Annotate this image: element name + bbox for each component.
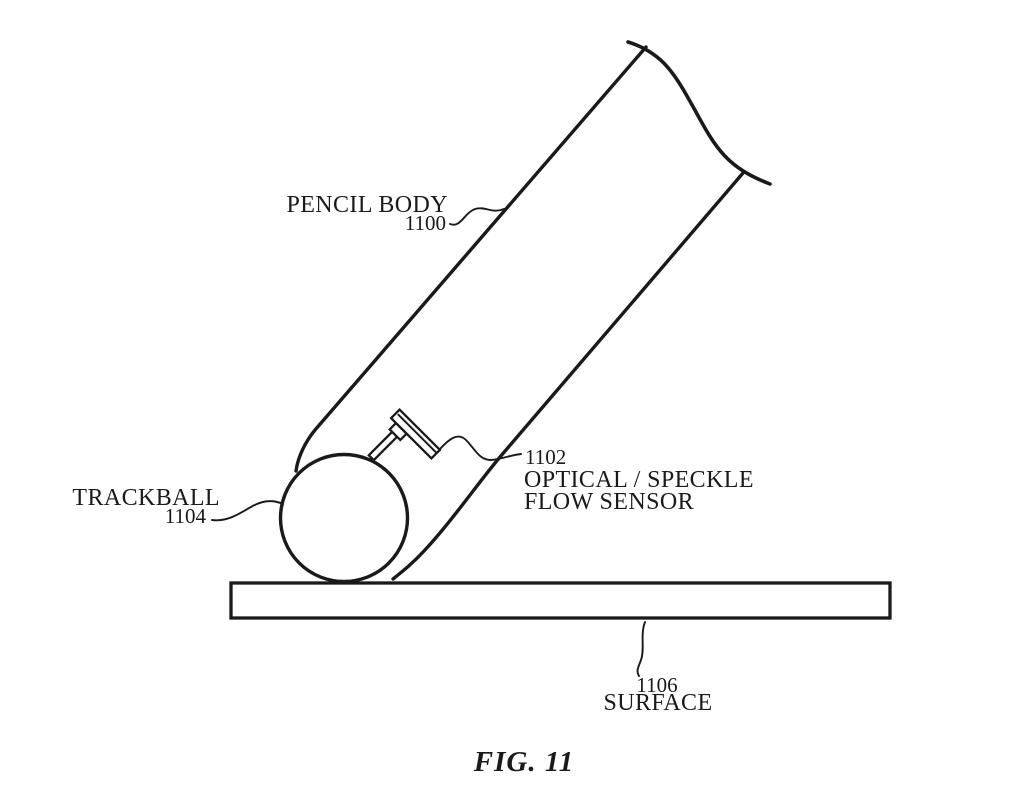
leader-pencil-body <box>449 207 505 226</box>
pencil-body-right-edge <box>391 171 745 581</box>
flow-sensor-label-line1: OPTICAL / SPECKLE <box>524 467 754 493</box>
leader-surface <box>636 621 646 677</box>
pencil-body-label: PENCIL BODY <box>286 192 448 218</box>
pencil-body-break-line <box>626 40 772 186</box>
flow-sensor <box>367 407 442 462</box>
pencil-body-left-edge <box>294 45 648 473</box>
pencil-body <box>294 40 772 581</box>
surface-rect <box>229 581 892 620</box>
pencil-body-ref: 1100 <box>405 211 446 235</box>
trackball-ref: 1104 <box>165 504 207 528</box>
flow-sensor-bar <box>389 407 442 461</box>
trackball-circle <box>278 452 410 584</box>
flow-sensor-label-line2: FLOW SENSOR <box>524 489 694 515</box>
surface-label: SURFACE <box>603 690 712 716</box>
figure-caption: FIG. 11 <box>473 746 574 778</box>
flow-sensor-stem <box>367 430 399 462</box>
trackball-label: TRACKBALL <box>72 485 220 511</box>
flow-sensor-ref: 1102 <box>525 445 566 469</box>
surface-ref: 1106 <box>636 673 677 697</box>
leader-flow-sensor <box>439 435 522 461</box>
flow-sensor-bar-inner-line <box>397 413 438 454</box>
leader-trackball <box>211 500 284 522</box>
